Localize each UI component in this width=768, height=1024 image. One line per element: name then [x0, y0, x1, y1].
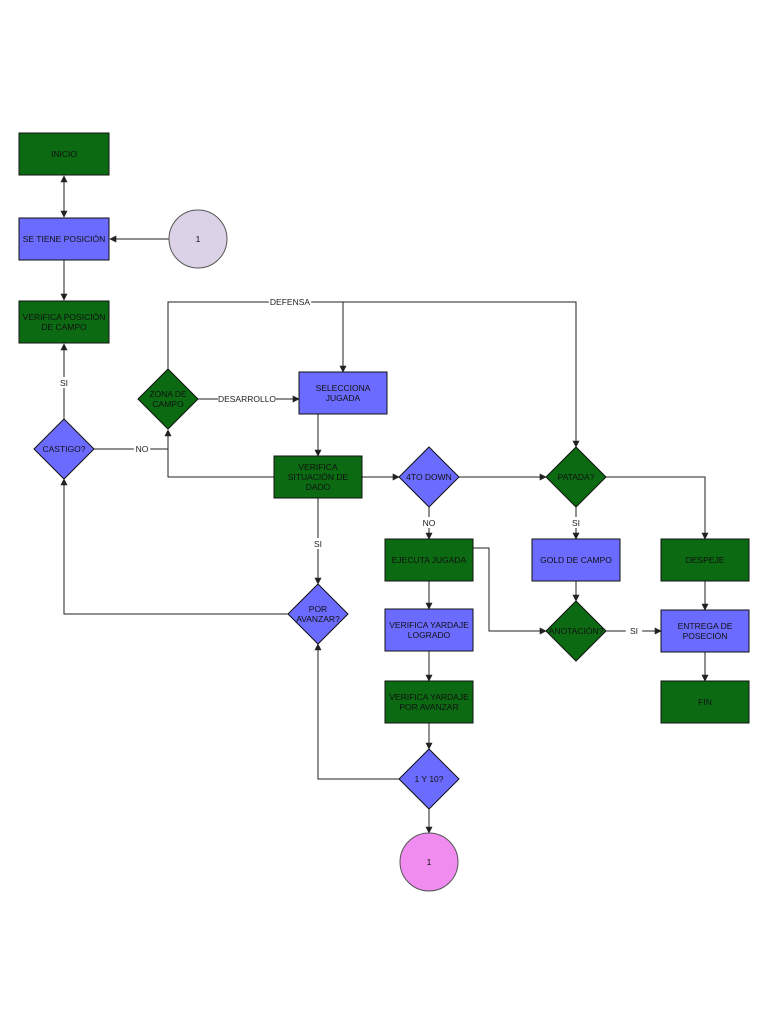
process-box [660, 609, 750, 653]
node-label: GOLD DE CAMPO [540, 555, 612, 565]
svg-text:SI: SI [572, 518, 580, 528]
edge-verifica-situacion-loop [167, 449, 274, 478]
decision-diamond [398, 748, 460, 810]
node-label: 1 [427, 857, 432, 867]
process-box [660, 538, 750, 582]
process-box [18, 132, 110, 176]
connector-circle [168, 209, 228, 269]
process-box [531, 538, 621, 582]
process-box [298, 371, 388, 415]
edge-label-desarrollo: DESARROLLO [218, 393, 276, 404]
node-label: EJECUTA JUGADA [392, 555, 467, 565]
node-label: FIN [698, 697, 712, 707]
process-box [384, 608, 474, 652]
edge-label-si-castigo: SI [55, 377, 73, 388]
decision-diamond [545, 446, 607, 508]
node-label: 1 Y 10? [415, 774, 444, 784]
edges-layer [60, 175, 709, 834]
edge-ejecuta-anotacion [473, 547, 547, 635]
decision-diamond [137, 368, 199, 430]
node-uno-y-diez[interactable]: 1 Y 10? [398, 748, 460, 810]
edge-castigo-no [94, 429, 172, 450]
node-label: DESPEJE [686, 555, 725, 565]
svg-text:NO: NO [423, 518, 436, 528]
edge-por-avanzar-castigo [60, 478, 288, 615]
node-cuarto-down[interactable]: 4TO DOWN [398, 446, 460, 508]
process-box [384, 538, 474, 582]
edge-defensa [167, 301, 580, 448]
node-ejecuta-jugada[interactable]: EJECUTA JUGADA [384, 538, 474, 582]
node-label: 4TO DOWN [406, 472, 452, 482]
node-label: PATADA? [558, 472, 595, 482]
node-inicio[interactable]: INICIO [18, 132, 110, 176]
node-despeje[interactable]: DESPEJE [660, 538, 750, 582]
process-box [18, 300, 110, 344]
process-box [660, 680, 750, 724]
svg-text:DESARROLLO: DESARROLLO [218, 394, 276, 404]
edge-label-defensa: DEFENSA [268, 296, 312, 307]
svg-text:NO: NO [136, 444, 149, 454]
node-label: ANOTACIÓN? [549, 626, 604, 636]
edge-uno-y-diez-por-avanzar [314, 643, 399, 780]
edge-label-si-situacion: SI [309, 538, 327, 549]
edge-label-no-castigo: NO [133, 443, 151, 454]
node-label: INICIO [51, 149, 77, 159]
svg-text:SI: SI [630, 626, 638, 636]
decision-diamond [545, 600, 607, 662]
node-connector-bottom[interactable]: 1 [399, 832, 459, 892]
decision-diamond [287, 583, 349, 645]
node-label: CASTIGO? [43, 444, 86, 454]
svg-text:SI: SI [314, 539, 322, 549]
node-gold-de-campo[interactable]: GOLD DE CAMPO [531, 538, 621, 582]
decision-diamond [33, 418, 95, 480]
edge-labels-layer: DEFENSA DESARROLLO NO SI SI NO SI SI [55, 296, 643, 636]
node-castigo[interactable]: CASTIGO? [33, 418, 95, 480]
node-se-tiene-posicion[interactable]: SE TIENE POSICIÓN [18, 217, 110, 261]
svg-text:SI: SI [60, 378, 68, 388]
decision-diamond [398, 446, 460, 508]
node-fin[interactable]: FIN [660, 680, 750, 724]
connector-circle [399, 832, 459, 892]
edge-patada-despeje [606, 476, 709, 540]
node-anotacion[interactable]: ANOTACIÓN? [545, 600, 607, 662]
process-box [273, 455, 363, 499]
process-box [18, 217, 110, 261]
process-box [384, 680, 474, 724]
edge-label-si-patada: SI [567, 517, 585, 528]
node-label: 1 [196, 234, 201, 244]
edge-label-si-anotacion: SI [625, 625, 643, 636]
edge-label-no-down: NO [420, 517, 438, 528]
node-patada[interactable]: PATADA? [545, 446, 607, 508]
node-connector-top[interactable]: 1 [168, 209, 228, 269]
node-label: SE TIENE POSICIÓN [23, 234, 106, 244]
svg-text:DEFENSA: DEFENSA [270, 297, 310, 307]
